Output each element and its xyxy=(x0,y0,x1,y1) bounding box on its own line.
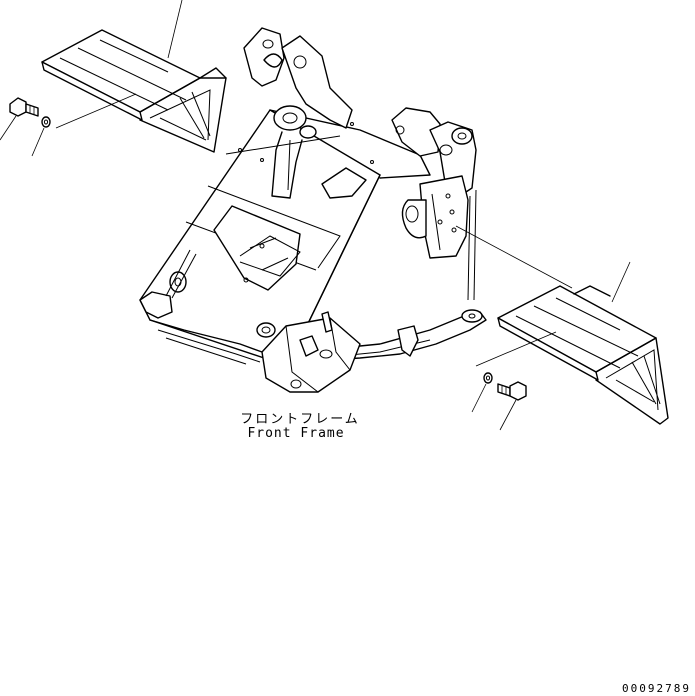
left-bolt xyxy=(0,97,39,141)
right-bolt xyxy=(497,381,527,431)
right-step-leader xyxy=(611,261,631,303)
left-step-leader xyxy=(167,0,183,59)
right-mount-line-lower xyxy=(475,331,557,367)
left-mount-line xyxy=(55,93,137,129)
front-frame-label-en: Front Frame xyxy=(247,426,345,441)
drawing-number: 00092789 xyxy=(622,682,691,695)
right-step xyxy=(497,285,669,425)
left-step xyxy=(41,29,227,153)
left-washer xyxy=(31,116,51,157)
right-washer xyxy=(471,372,493,413)
front-frame xyxy=(139,27,487,393)
front-frame-label-jp: フロントフレーム xyxy=(240,412,360,427)
right-mount-line-upper xyxy=(455,225,573,289)
